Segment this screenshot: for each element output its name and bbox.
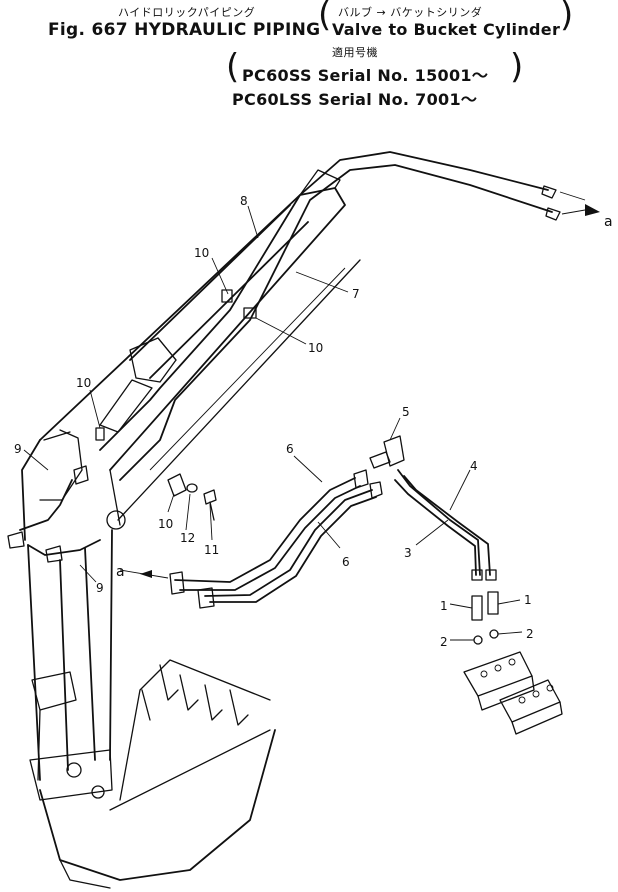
bucket-cylinder (99, 204, 309, 433)
clamps (95, 289, 257, 497)
pipes-3-4 (369, 435, 497, 581)
cylinder-fittings (7, 465, 101, 563)
callout-3: 3 (404, 546, 412, 560)
callout-4: 4 (470, 459, 478, 473)
callout-12: 12 (180, 531, 195, 545)
callout-7: 7 (352, 287, 360, 301)
callout-1-left: 1 (440, 599, 448, 613)
boom-arm (21, 169, 361, 541)
paren-close-1: ) (560, 0, 574, 35)
callout-a-left: a (116, 564, 125, 580)
callout-6-top: 6 (286, 442, 294, 456)
japanese-serial-label: 適用号機 (332, 46, 378, 59)
japanese-subtitle: バルブ → バケットシリンダ (338, 6, 483, 19)
arm-stick (27, 510, 126, 801)
boom-pipes (99, 151, 600, 481)
paren-open-2: ( (226, 47, 240, 87)
callout-10-mid: 10 (308, 341, 323, 355)
serial-line-1: PC60SS Serial No. 15001～ (242, 66, 489, 85)
japanese-title: ハイドロリックパイピング (118, 6, 256, 19)
callout-2-left: 2 (440, 635, 448, 649)
callout-labels: 8 10 7 10 10 9 9 5 6 4 3 6 10 12 11 1 1 … (14, 194, 613, 649)
bolt-and-washer (186, 483, 217, 521)
callout-9-bottom: 9 (96, 581, 104, 595)
paren-close-2: ) (510, 47, 524, 87)
callout-1-right: 1 (524, 593, 532, 607)
hoses-6 (119, 469, 383, 609)
figure-subtitle: Valve to Bucket Cylinder (332, 20, 561, 39)
callout-10-left: 10 (76, 376, 91, 390)
callout-5: 5 (402, 405, 410, 419)
serial-line-2: PC60LSS Serial No. 7001～ (232, 90, 478, 109)
paren-open-1: ( (318, 0, 332, 35)
callout-11: 11 (204, 543, 219, 557)
leader-lines (23, 205, 523, 641)
callout-6-bottom: 6 (342, 555, 350, 569)
callout-2-right: 2 (526, 627, 534, 641)
bucket (39, 659, 276, 889)
callout-10-top: 10 (194, 246, 209, 260)
callout-9-top: 9 (14, 442, 22, 456)
figure-title: Fig. 667 HYDRAULIC PIPING (48, 20, 321, 40)
callout-10-bottom: 10 (158, 517, 173, 531)
callout-8: 8 (240, 194, 248, 208)
callout-a-right: a (604, 214, 613, 230)
valve-fittings (463, 591, 563, 735)
